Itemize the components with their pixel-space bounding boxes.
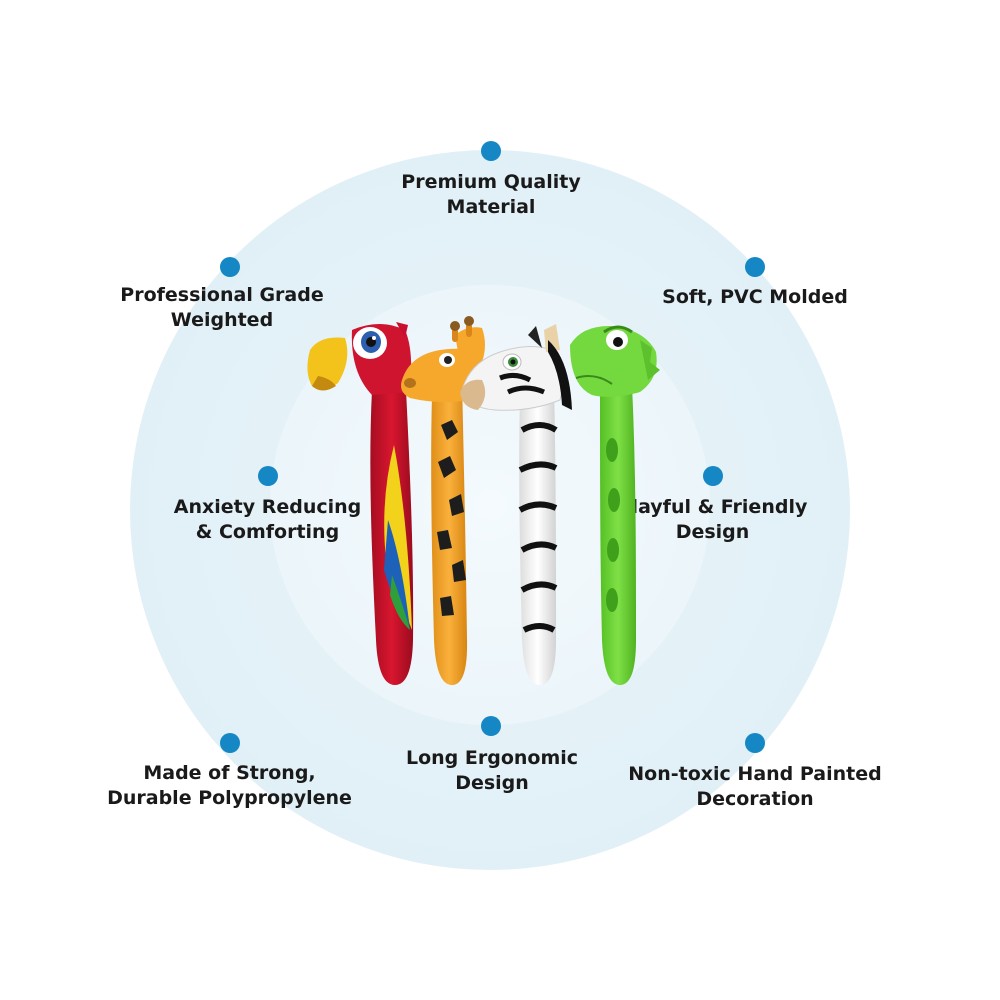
feature-playful-friendly: Playful & Friendly Design [590,495,835,545]
feature-line: Anxiety Reducing [173,496,362,518]
feature-line: Material [446,196,536,218]
bullet-dot [481,141,501,161]
feature-line: Design [675,521,750,543]
bullet-dot [745,733,765,753]
feature-line: Made of Strong, [143,762,316,784]
bullet-dot [220,257,240,277]
feature-line: Soft, PVC Molded [662,286,848,308]
feature-line: Long Ergonomic [405,747,579,769]
feature-non-toxic: Non-toxic Hand Painted Decoration [610,762,900,812]
feature-line: Playful & Friendly [617,496,808,518]
feature-line: & Comforting [195,521,340,543]
feature-line: Professional Grade [120,284,324,306]
parrot-icon [307,322,414,685]
feature-line: Decoration [696,788,814,810]
bullet-dot [745,257,765,277]
feature-strong-durable: Made of Strong, Durable Polypropylene [92,761,367,811]
feature-anxiety-reducing: Anxiety Reducing & Comforting [145,495,390,545]
feature-line: Non-toxic Hand Painted [628,763,882,785]
bullet-dot [703,466,723,486]
bullet-dot [220,733,240,753]
bullet-dot [258,466,278,486]
dinosaur-icon [570,325,660,685]
bullet-dot [481,716,501,736]
feature-soft-pvc: Soft, PVC Molded [625,285,885,310]
feature-line: Premium Quality [401,171,581,193]
giraffe-icon [401,316,485,685]
feature-professional-grade: Professional Grade Weighted [92,283,352,333]
feature-premium-quality: Premium Quality Material [362,170,620,220]
feature-line: Weighted [170,309,274,331]
zebra-icon [460,324,572,685]
feature-line: Durable Polypropylene [107,787,352,809]
feature-long-ergonomic: Long Ergonomic Design [372,746,612,796]
feature-line: Design [455,772,529,794]
